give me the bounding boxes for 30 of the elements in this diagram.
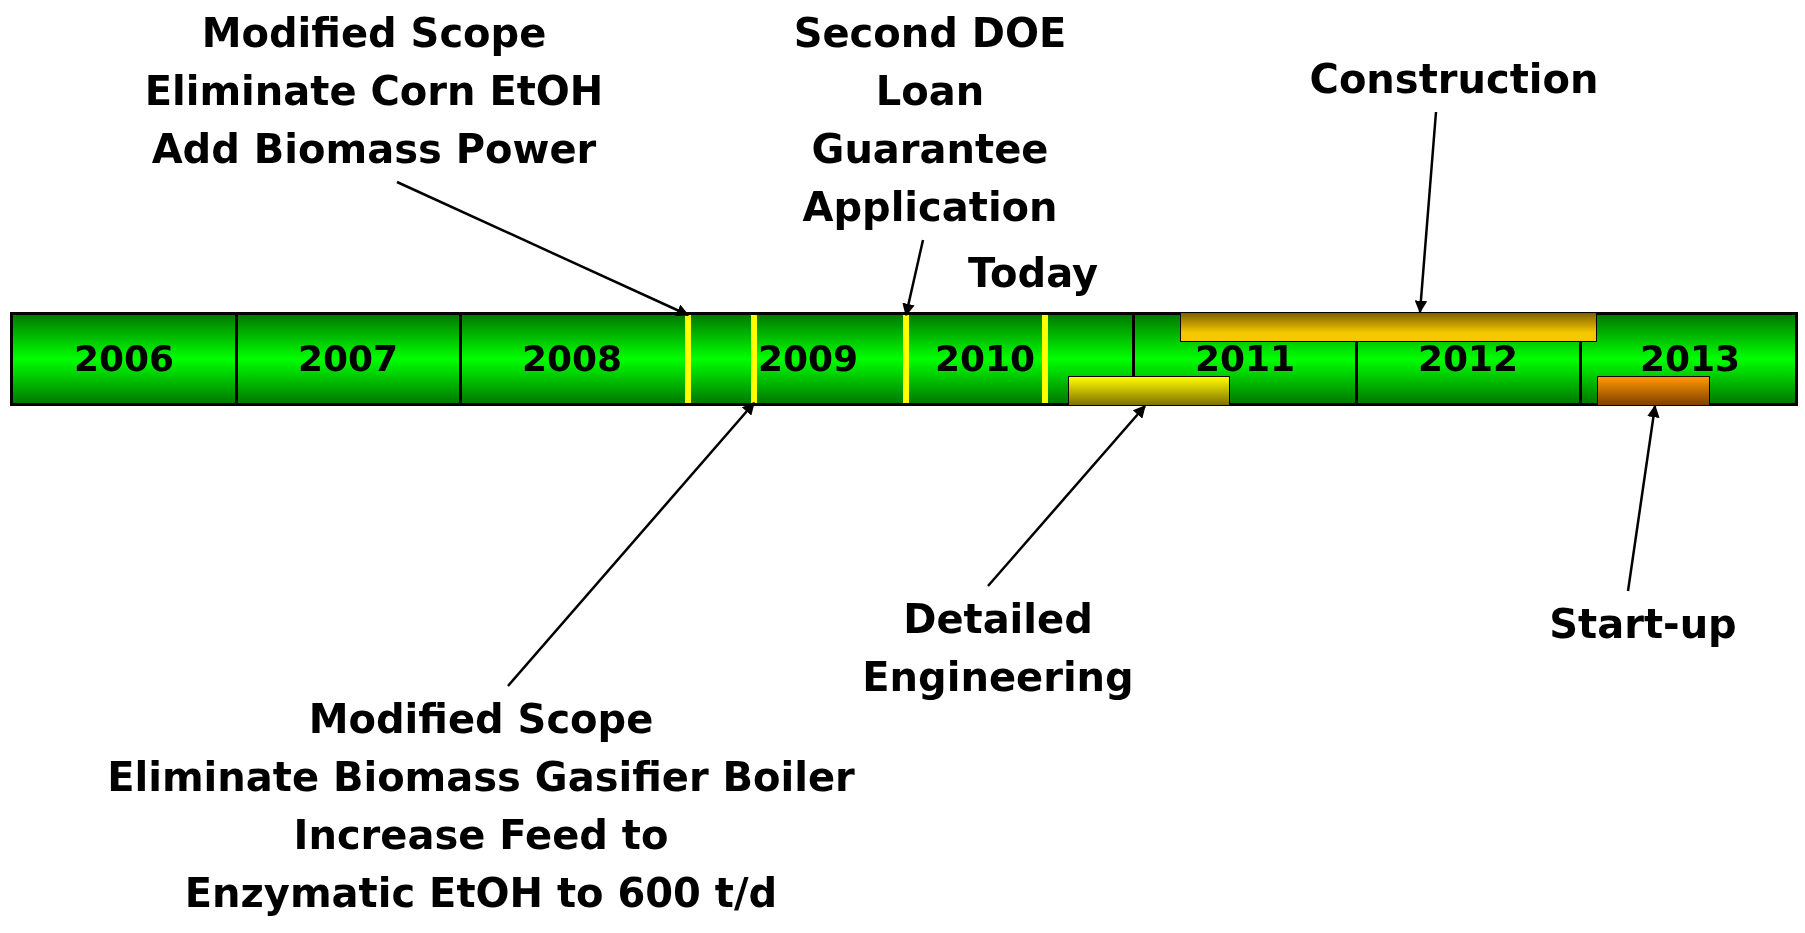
- annotation-text: Start-up: [1549, 600, 1737, 649]
- annotation-text: Eliminate Biomass Gasifier Boiler: [107, 753, 855, 802]
- milestone-bar: [685, 315, 691, 403]
- year-label: 2013: [1639, 339, 1741, 379]
- annotation-text: Construction: [1309, 55, 1599, 104]
- arrow: [1414, 111, 1438, 314]
- today-label: Today: [968, 249, 1098, 298]
- annotation-heading: Modified Scope: [200, 9, 548, 58]
- milestone-bar: [1042, 315, 1048, 403]
- milestone-bar: [751, 315, 757, 403]
- annotation-text: Add Biomass Power: [150, 125, 598, 174]
- annotation-text: Increase Feed to Enzymatic EtOH to 600 t/d: [183, 811, 779, 918]
- annotation-heading: Modified Scope: [307, 695, 655, 744]
- milestone-bar: [903, 315, 909, 403]
- activity-bar: [1180, 312, 1597, 342]
- year-label: 2007: [297, 339, 399, 379]
- annotation-text: Eliminate Corn EtOH: [144, 67, 604, 116]
- year-label: 2012: [1417, 339, 1519, 379]
- annotation-text: Detailed Engineering: [861, 595, 1135, 702]
- year-label: 2006: [73, 339, 175, 379]
- arrow: [396, 180, 690, 317]
- activity-bar: [1597, 376, 1710, 406]
- activity-bar: [1068, 376, 1230, 406]
- year-label: 2010: [934, 339, 1036, 379]
- arrow: [987, 405, 1146, 587]
- annotation-text: Second DOE Loan Guarantee Application: [792, 9, 1068, 232]
- arrow: [1626, 404, 1660, 592]
- year-label: 2009: [757, 339, 859, 379]
- year-label: 2011: [1194, 339, 1296, 379]
- year-label: 2008: [521, 339, 623, 379]
